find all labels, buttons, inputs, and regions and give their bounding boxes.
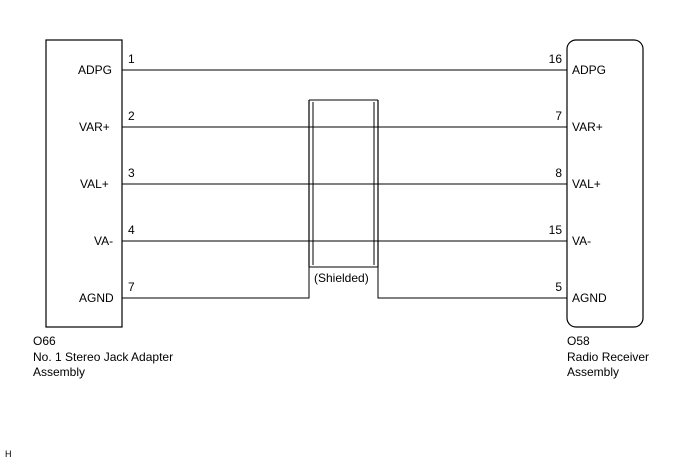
left-signal-adpg: ADPG (78, 63, 113, 77)
left-signal-agnd: AGND (79, 291, 114, 305)
left-pin-2: 2 (128, 109, 135, 123)
left-signal-va-minus: VA- (94, 234, 114, 248)
right-signal-val-plus: VAL+ (572, 177, 601, 191)
right-signal-agnd: AGND (572, 291, 607, 305)
left-connector-name-line1: No. 1 Stereo Jack Adapter (33, 350, 174, 364)
right-pin-7: 7 (555, 109, 562, 123)
right-pin-16: 16 (548, 52, 562, 66)
right-signal-adpg: ADPG (572, 63, 607, 77)
left-pin-3: 3 (128, 166, 135, 180)
right-pin-8: 8 (555, 166, 562, 180)
right-pin-5: 5 (555, 280, 562, 294)
right-signal-var-plus: VAR+ (572, 120, 603, 134)
shield-label: (Shielded) (314, 271, 369, 285)
corner-mark: H (5, 449, 12, 459)
left-pin-4: 4 (128, 223, 135, 237)
right-connector-name-line1: Radio Receiver (567, 350, 650, 364)
left-signal-var-plus: VAR+ (79, 120, 110, 134)
wire-agnd-left (122, 267, 310, 299)
right-connector-name-line2: Assembly (567, 365, 620, 379)
right-connector-code: O58 (567, 334, 590, 348)
left-pin-7: 7 (128, 280, 135, 294)
wire-agnd-right (377, 267, 567, 299)
left-connector-name-line2: Assembly (33, 365, 86, 379)
shield-tube (308, 99, 379, 268)
right-signal-va-minus: VA- (572, 234, 592, 248)
left-connector-code: O66 (33, 334, 56, 348)
left-pin-1: 1 (128, 52, 135, 66)
left-signal-val-plus: VAL+ (80, 177, 109, 191)
right-pin-15: 15 (548, 223, 562, 237)
